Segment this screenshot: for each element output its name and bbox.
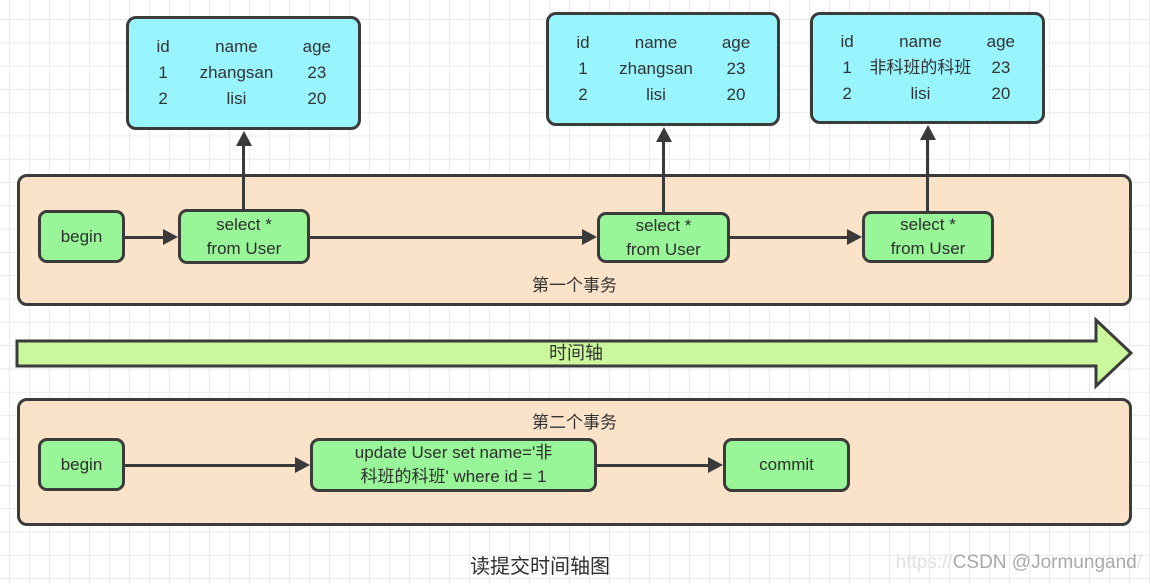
table-cell: 1	[578, 59, 588, 78]
table-header-row: id name age	[143, 34, 344, 60]
commit-node: commit	[723, 438, 850, 492]
select-node-line1: select *	[216, 214, 272, 234]
transaction2-box: 第二个事务	[17, 398, 1132, 526]
table-header-name: name	[634, 33, 678, 52]
table-header-name: name	[215, 37, 258, 56]
watermark-text: CSDN @Jormungand	[952, 552, 1137, 573]
timeline-arrow-shape	[15, 316, 1134, 390]
connector-line-select2-table2	[662, 141, 665, 212]
table-header-age: age	[986, 32, 1016, 51]
select-node-line2: from User	[890, 239, 966, 258]
watermark: https://CSDN @Jormungand/	[896, 552, 1142, 574]
table-cell: 20	[307, 89, 327, 108]
table-header-id: id	[576, 33, 590, 52]
arrowhead-up-icon	[920, 125, 936, 140]
table-row: 1 非科班的科班 23	[827, 55, 1028, 81]
watermark-url-fragment: /	[1136, 552, 1142, 573]
connector-line-select1-select2	[310, 236, 584, 239]
select-node-line2: from User	[206, 238, 282, 258]
timeline-label: 时间轴	[549, 343, 603, 363]
arrowhead-up-icon	[656, 127, 672, 142]
table-header-name: name	[899, 32, 942, 51]
transaction2-label: 第二个事务	[532, 413, 617, 432]
select-node-3: select * from User	[862, 211, 994, 263]
arrowhead-right-icon	[708, 457, 723, 473]
timeline-arrow: 时间轴	[15, 316, 1134, 390]
watermark-url-fragment: https://	[895, 552, 953, 573]
table-cell: 2	[578, 85, 588, 104]
connector-line-select3-table3	[926, 139, 929, 211]
table-header-row: id name age	[563, 30, 763, 56]
table-cell: lisi	[226, 89, 247, 108]
table-header-age: age	[302, 37, 332, 56]
table-row: 2 lisi 20	[143, 86, 344, 112]
table-cell: 1	[158, 63, 168, 82]
table-row: 2 lisi 20	[563, 82, 763, 108]
table-row: 1 zhangsan 23	[563, 56, 763, 82]
select-node-line1: select *	[900, 215, 956, 234]
commit-node-label: commit	[759, 455, 814, 474]
update-node-line2: 科班的科班' where id = 1	[360, 467, 547, 486]
table-cell: lisi	[646, 85, 666, 104]
table-cell: 2	[842, 84, 852, 103]
update-node: update User set name='非 科班的科班' where id …	[310, 438, 597, 492]
arrowhead-right-icon	[847, 229, 862, 245]
table-row: 1 zhangsan 23	[143, 60, 344, 86]
result-table-2: id name age 1 zhangsan 23 2 lisi 20	[546, 12, 780, 126]
table-cell: 23	[307, 63, 327, 82]
table-cell: zhangsan	[199, 63, 274, 82]
table-row: 2 lisi 20	[827, 81, 1028, 107]
table-header-age: age	[721, 33, 751, 52]
connector-line-select1-table1	[242, 145, 245, 209]
begin-node-label: begin	[60, 454, 103, 474]
arrowhead-right-icon	[582, 229, 597, 245]
table-header-id: id	[840, 32, 854, 51]
connector-line-select2-select3	[730, 236, 849, 239]
result-table-1: id name age 1 zhangsan 23 2 lisi 20	[126, 16, 361, 130]
connector-line-begin2-update	[125, 464, 297, 467]
arrowhead-right-icon	[163, 229, 178, 245]
table-cell: 20	[726, 85, 746, 104]
select-node-2: select * from User	[597, 212, 730, 263]
table-cell: 非科班的科班	[869, 58, 972, 77]
arrowhead-right-icon	[295, 457, 310, 473]
connector-line-update-commit	[597, 464, 710, 467]
table-header-id: id	[156, 37, 170, 56]
diagram-caption: 读提交时间轴图	[470, 556, 610, 578]
update-node-line1: update User set name='非	[354, 443, 553, 462]
result-table-3: id name age 1 非科班的科班 23 2 lisi 20	[810, 12, 1045, 124]
table-cell: 2	[158, 89, 168, 108]
begin-node-txn1: begin	[38, 210, 125, 263]
connector-line-begin1-select1	[125, 236, 165, 239]
table-cell: zhangsan	[619, 59, 693, 78]
table-cell: 20	[991, 84, 1011, 103]
table-cell: 1	[842, 58, 852, 77]
arrowhead-up-icon	[236, 131, 252, 146]
select-node-line1: select *	[635, 215, 692, 235]
select-node-1: select * from User	[178, 209, 310, 264]
table-cell: lisi	[910, 84, 931, 103]
table-cell: 23	[991, 58, 1011, 77]
select-node-line2: from User	[626, 239, 701, 259]
transaction1-label: 第一个事务	[532, 276, 617, 295]
table-header-row: id name age	[827, 29, 1028, 55]
table-cell: 23	[726, 59, 746, 78]
begin-node-txn2: begin	[38, 438, 125, 491]
begin-node-label: begin	[60, 226, 103, 246]
